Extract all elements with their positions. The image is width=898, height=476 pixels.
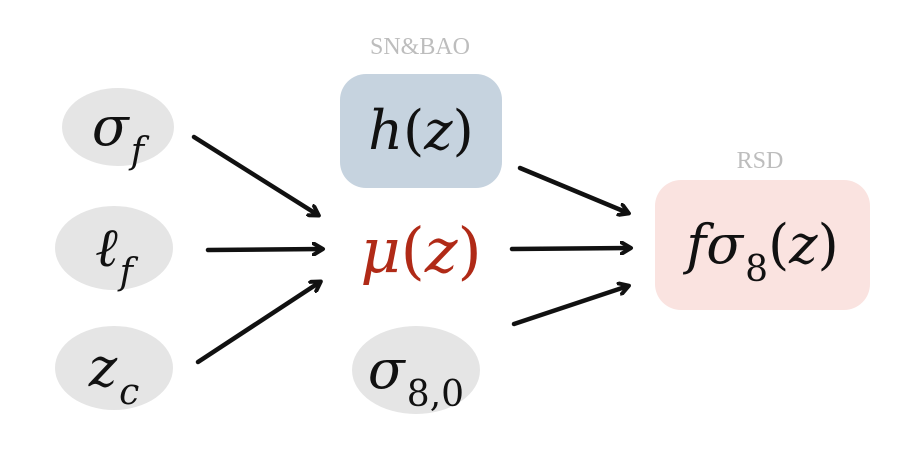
f-sigma8-sigma: σ: [706, 213, 744, 276]
ell-f-symbol: ℓf: [95, 221, 133, 291]
arrow-mu-to-fs8: [509, 248, 630, 249]
arrow-ell-f-to-mu: [205, 249, 322, 250]
h-z-node: h(z): [340, 74, 502, 188]
arrow-z-c-to-mu: [195, 282, 320, 365]
f-sigma8-arg: z: [789, 213, 818, 276]
sigma80-subscript: 8,0: [406, 374, 465, 415]
h-open-paren: (: [403, 99, 425, 162]
sigma-f-node: σf: [62, 88, 174, 170]
ell-f-base: ℓ: [95, 216, 118, 279]
f-sigma8-f: f: [686, 213, 707, 276]
sigma80-node: σ8,0: [352, 326, 480, 414]
f-sigma8-subscript: 8: [745, 249, 769, 290]
sigma-f-symbol: σf: [92, 100, 144, 170]
h-fn: h: [368, 99, 404, 162]
z-c-base: z: [88, 336, 118, 399]
sn-bao-label: SN&BAO: [369, 34, 471, 60]
mu-fn: μ: [360, 214, 401, 287]
arrow-sigma80-to-fs8: [511, 286, 628, 327]
sigma-f-base: σ: [91, 95, 129, 158]
sigma80-symbol: σ8,0: [368, 343, 464, 413]
arrow-h-to-fs8: [517, 165, 628, 213]
sigma-f-subscript: f: [130, 131, 145, 172]
ell-f-node: ℓf: [55, 206, 173, 291]
z-c-subscript: c: [119, 372, 140, 413]
mu-z-node: μ(z): [340, 206, 502, 296]
f-sigma8-node: fσ8(z): [655, 180, 870, 310]
sigma80-base: σ: [367, 338, 405, 401]
arrow-sigma-f-to-mu: [191, 134, 318, 215]
h-z-expression: h(z): [368, 104, 473, 158]
ell-f-subscript: f: [119, 252, 133, 293]
f-sigma8-open-paren: (: [768, 213, 790, 276]
mu-z-expression: μ(z): [360, 220, 481, 282]
rsd-label: RSD: [736, 148, 784, 174]
z-c-node: zc: [55, 326, 173, 411]
mu-close-paren: ): [457, 214, 482, 287]
f-sigma8-close-paren: ): [817, 213, 839, 276]
mu-arg: z: [424, 214, 458, 287]
f-sigma8-expression: fσ8(z): [686, 218, 838, 288]
h-close-paren: ): [452, 99, 474, 162]
h-arg: z: [424, 99, 453, 162]
mu-open-paren: (: [400, 214, 425, 287]
z-c-symbol: zc: [89, 341, 140, 411]
